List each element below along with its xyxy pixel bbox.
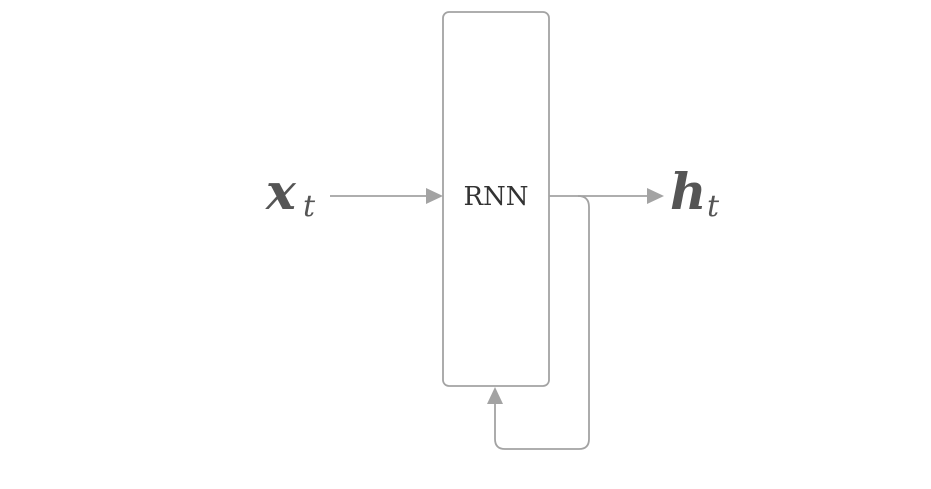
recurrent-loop-line xyxy=(494,195,590,450)
input-symbol: x xyxy=(265,162,297,221)
input-variable: x t xyxy=(265,162,316,224)
input-subscript: t xyxy=(303,189,316,224)
output-symbol: h xyxy=(670,162,706,221)
output-subscript: t xyxy=(707,189,720,224)
output-arrowhead xyxy=(647,188,664,204)
rnn-block-label: RNN xyxy=(463,182,528,212)
input-arrowhead xyxy=(426,188,443,204)
output-variable: h t xyxy=(670,162,720,224)
recurrent-arrowhead xyxy=(487,387,503,404)
rnn-block xyxy=(442,11,550,387)
